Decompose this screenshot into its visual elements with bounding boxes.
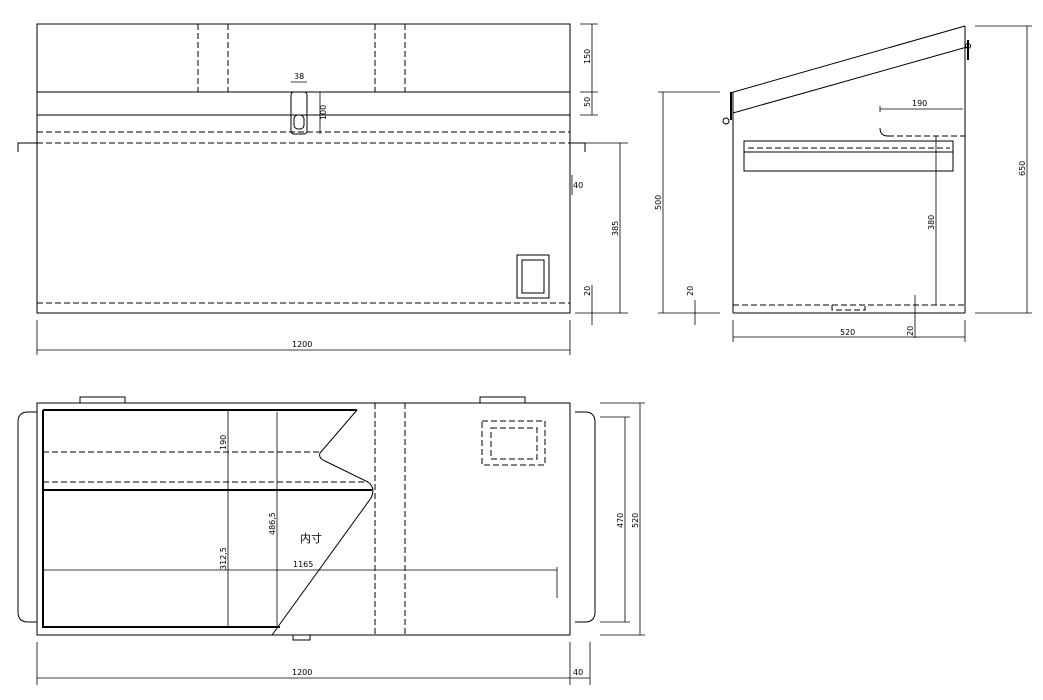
dim-total-height: 650 [1018,161,1027,176]
top-view: 190 486,5 312,5 1165 内寸 470 520 1200 40 [17,396,645,685]
dim-latch-width: 38 [294,72,304,81]
dim-handle-offset: 40 [573,668,583,677]
dim-top-depth: 520 [631,513,640,528]
side-view: 190 380 500 650 20 20 520 [654,25,1032,342]
dim-base-offset-right: 20 [906,326,915,336]
dim-rim-offset: 40 [573,181,583,190]
dim-front-height: 500 [654,195,663,210]
dim-inner-width: 1165 [293,560,313,569]
dim-depth: 520 [840,328,855,337]
dim-latch-height: 100 [319,105,328,120]
hinge-icon [965,43,971,49]
dim-inner-height: 380 [927,215,936,230]
inner-dimension-label: 内寸 [300,531,322,545]
front-view: 38 150 50 100 40 385 20 1200 [17,23,628,355]
dim-band-height: 50 [583,97,592,107]
dim-inner-depth: 486,5 [268,512,277,535]
dim-body-height: 385 [611,221,620,236]
dim-lid-height: 150 [583,49,592,64]
dim-base-offset: 20 [583,286,592,296]
dim-lid-section: 190 [219,435,228,450]
dim-top-total-width: 1200 [292,668,312,677]
dim-lower-section: 312,5 [219,547,228,570]
dim-slot-depth: 190 [912,99,927,108]
dim-handle-span: 470 [616,513,625,528]
window-icon [516,254,550,299]
bracket-icon [17,142,586,152]
dim-base-offset-left: 20 [686,286,695,296]
dim-total-width: 1200 [292,340,312,349]
latch-icon [290,91,308,135]
hinge-icon [722,117,730,125]
